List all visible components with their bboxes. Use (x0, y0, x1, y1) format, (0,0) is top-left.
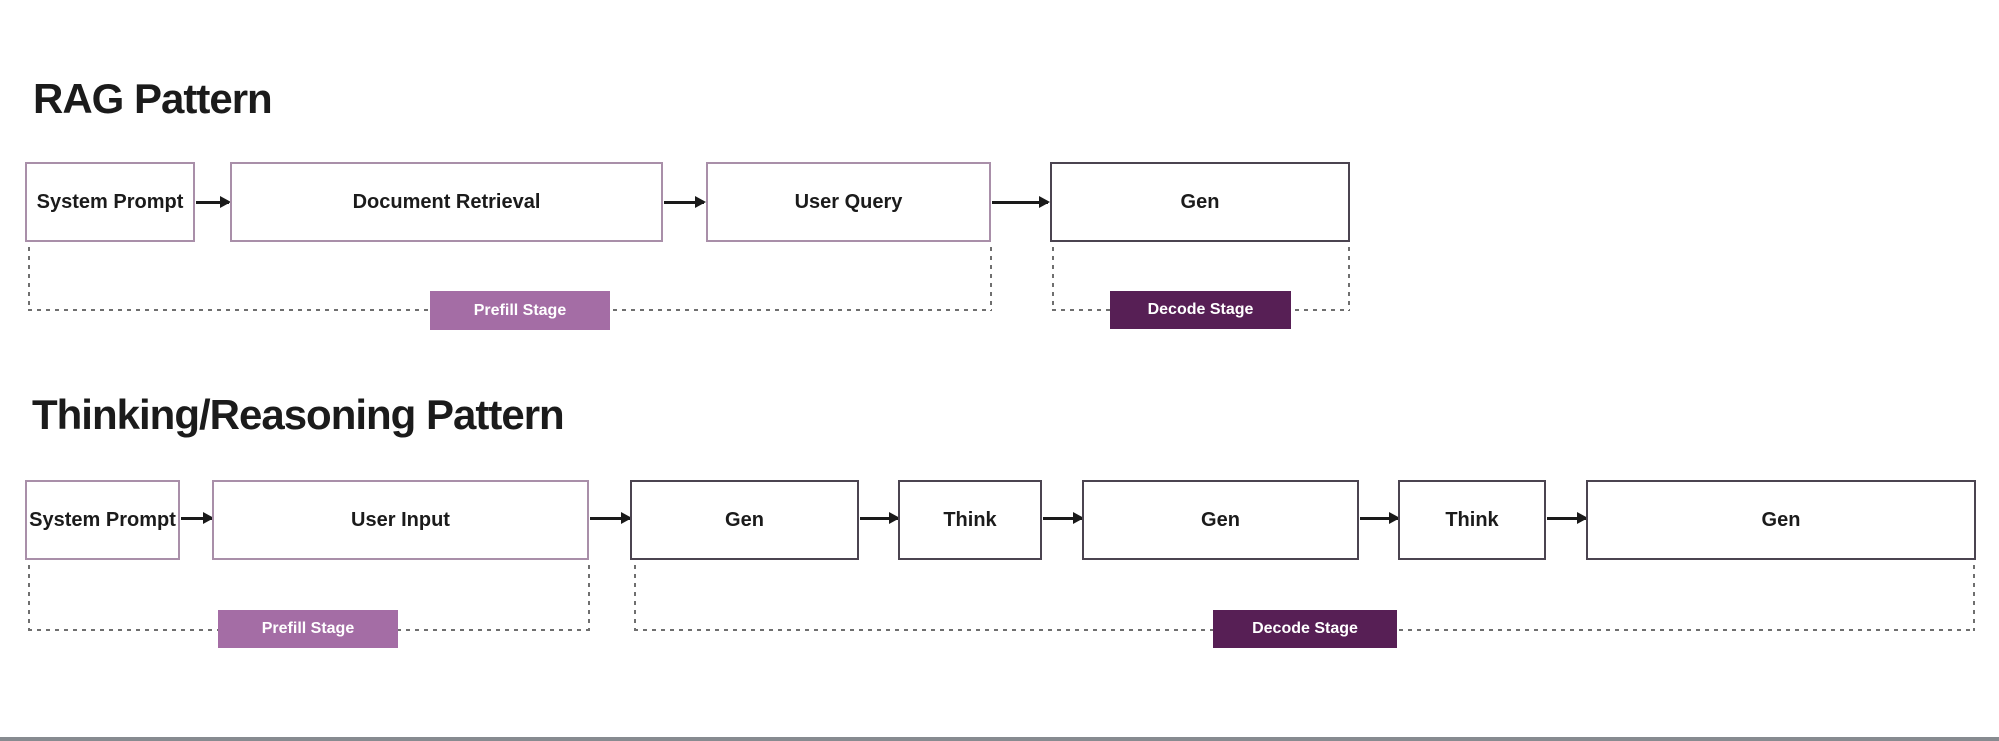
decode-bracket-right-edge (1348, 247, 1350, 311)
node-gen: Gen (1050, 162, 1350, 242)
flow-arrow (992, 201, 1048, 204)
node-gen-3: Gen (1586, 480, 1976, 560)
flow-arrow (181, 517, 212, 520)
flow-arrow (1043, 517, 1082, 520)
node-think-2: Think (1398, 480, 1546, 560)
node-document-retrieval: Document Retrieval (230, 162, 663, 242)
prefill-stage-badge: Prefill Stage (430, 291, 610, 330)
flow-arrow (664, 201, 704, 204)
flow-arrow (196, 201, 229, 204)
decode-bracket-left-edge (634, 565, 636, 631)
flow-arrow (1360, 517, 1398, 520)
thinking-reasoning-title: Thinking/Reasoning Pattern (32, 391, 565, 438)
decode-bracket-left-edge (1052, 247, 1054, 311)
prefill-bracket-left-edge (28, 247, 30, 311)
flow-arrow (1547, 517, 1586, 520)
decode-stage-badge: Decode Stage (1213, 610, 1397, 648)
node-user-query: User Query (706, 162, 991, 242)
prefill-stage-badge: Prefill Stage (218, 610, 398, 648)
rag-pattern-title: RAG Pattern (33, 75, 273, 122)
bottom-divider (0, 737, 1999, 741)
flow-arrow (590, 517, 630, 520)
flow-arrow (860, 517, 898, 520)
node-gen-1: Gen (630, 480, 859, 560)
prefill-bracket-left-edge (28, 565, 30, 631)
decode-stage-badge: Decode Stage (1110, 291, 1291, 329)
node-system-prompt: System Prompt (25, 480, 180, 560)
node-system-prompt: System Prompt (25, 162, 195, 242)
node-user-input: User Input (212, 480, 589, 560)
decode-bracket-right-edge (1973, 565, 1975, 631)
prefill-bracket-right-edge (990, 247, 992, 311)
node-think-1: Think (898, 480, 1042, 560)
node-gen-2: Gen (1082, 480, 1359, 560)
prefill-bracket-right-edge (588, 565, 590, 631)
